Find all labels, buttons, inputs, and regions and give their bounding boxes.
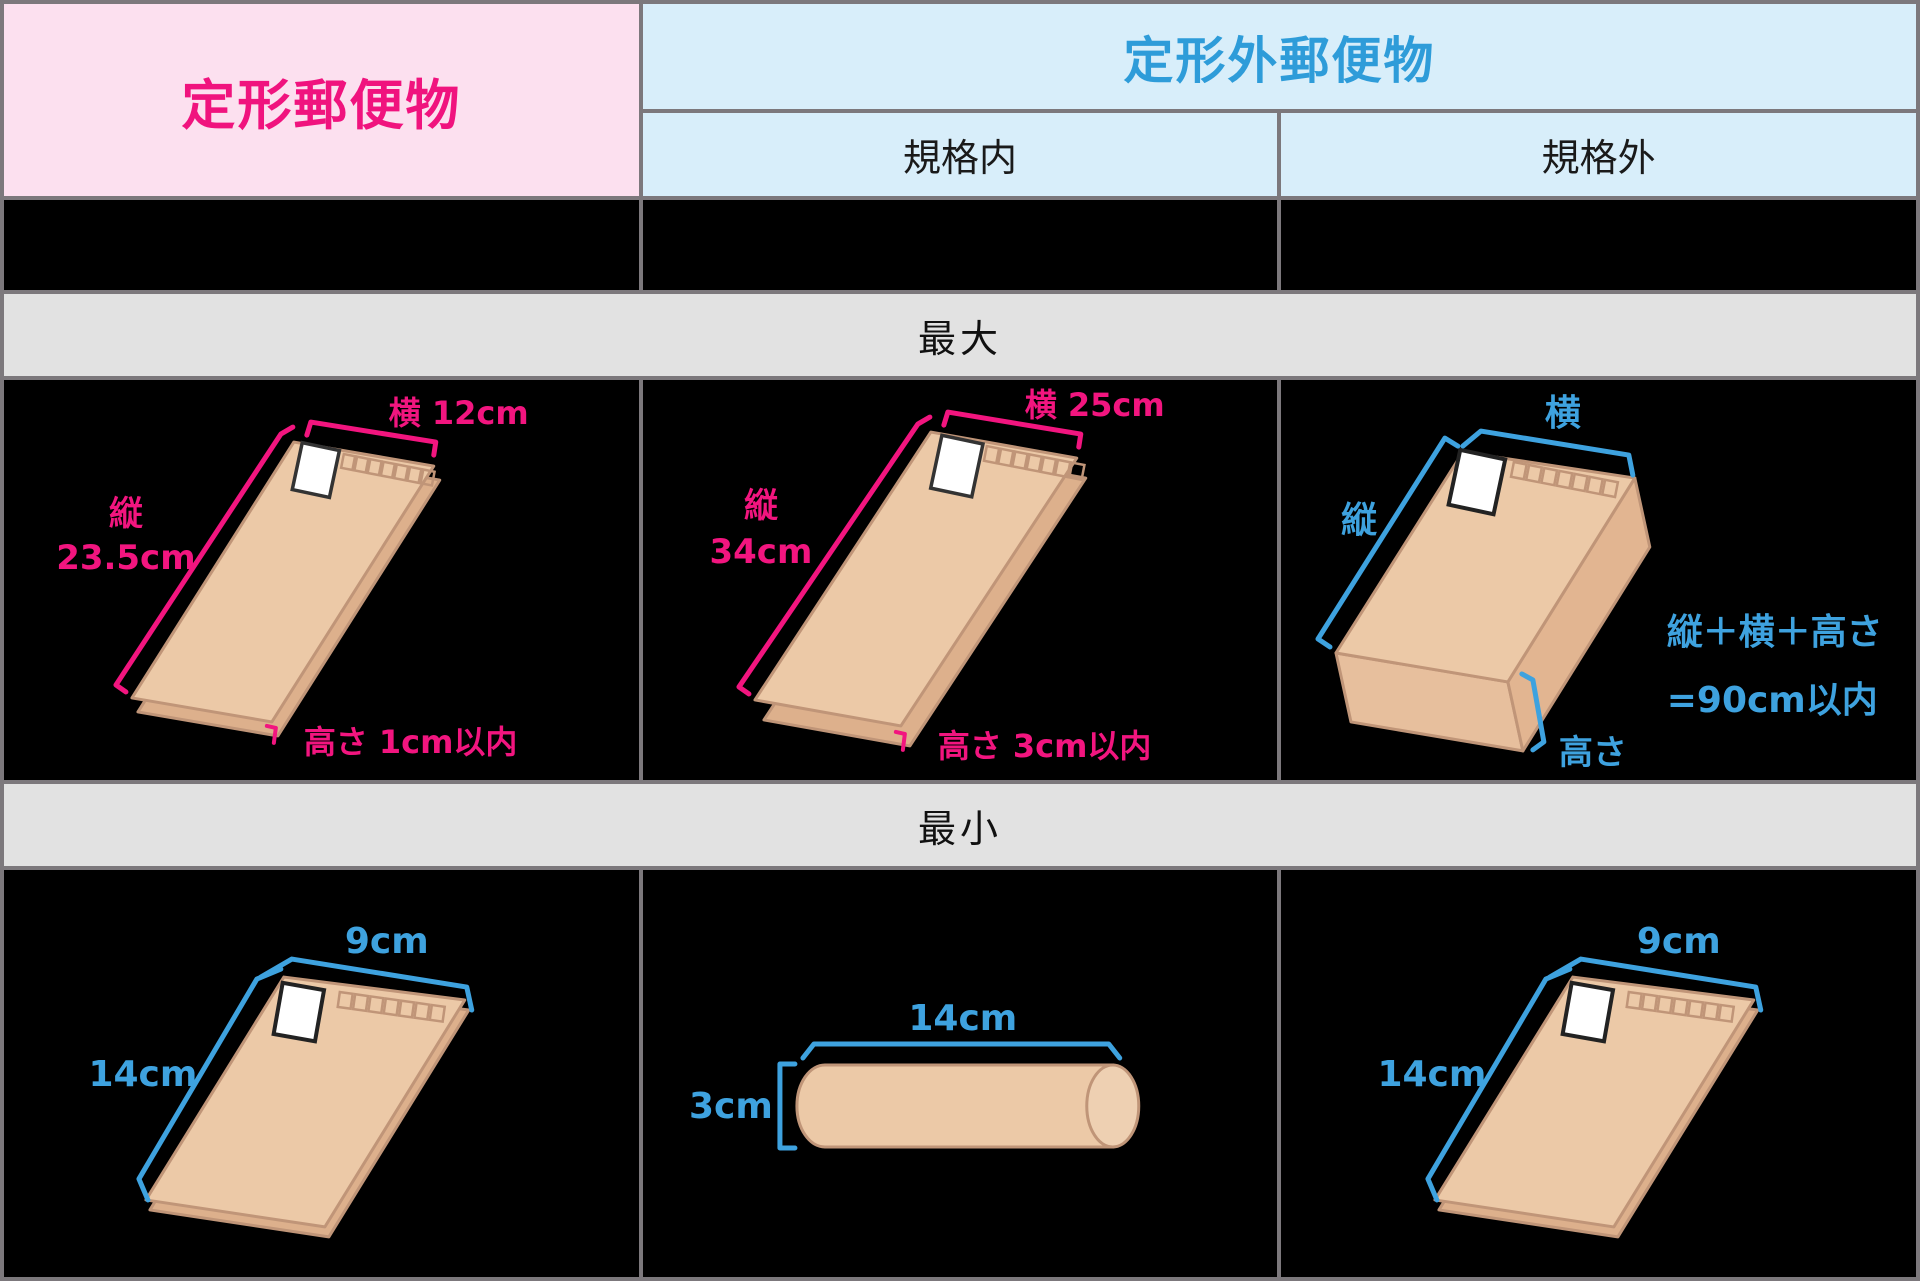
teikei-header-label: 定形郵便物 [181,73,462,137]
postal-code-boxes-icon [1625,990,1736,1024]
teikeigai-header-label: 定形外郵便物 [1123,31,1436,90]
width-label: 9cm [1637,921,1721,962]
width-bracket [1547,956,1764,1013]
stamp-icon [271,980,327,1044]
tate-label: 縦 [1341,500,1377,541]
max-teikei-cell: 横 12cm 縦 23.5cm 高さ 1cm以内 [4,380,639,780]
cylinder-body [795,1063,1114,1149]
envelope-illustration: 横 25cm 縦 34cm 高さ 3cm以内 [709,386,1164,765]
teikei-header-cell: 定形郵便物 [4,4,639,196]
kikakugai-header-cell: 規格外 [1281,113,1916,196]
stamp-icon [928,433,985,499]
teikeigai-header-cell: 定形外郵便物 [642,4,1916,109]
postal-code-boxes-icon [982,444,1086,482]
thickness-bracket [893,729,907,752]
tate-bracket [113,424,296,695]
postal-code-boxes-icon [339,452,437,487]
max-kikakunai-cell: 横 25cm 縦 34cm 高さ 3cm以内 [642,380,1278,780]
thickness-label: 高さ 1cm以内 [304,723,518,761]
size-note-line1: 縦＋横＋高さ [1667,612,1883,653]
max-kikakugai-cell: 横 縦 高さ 縦＋横＋高さ =90cm以内 [1281,380,1916,780]
tate-label: 縦 [109,494,143,534]
envelope-illustration: 横 12cm 縦 23.5cm 高さ 1cm以内 [56,394,529,761]
parcel-box-illustration: 横 縦 高さ 縦＋横＋高さ =90cm以内 [1315,393,1883,773]
diameter-label: 3cm [689,1086,773,1127]
max-band-label: 最大 [917,316,1002,361]
empty-cell-teikei [4,200,639,290]
min-band-label: 最小 [917,806,1002,851]
width-label: 9cm [345,921,429,962]
empty-cell-kikakunai [642,200,1278,290]
min-band: 最小 [4,784,1916,866]
length-label: 14cm [908,998,1017,1039]
envelope-face [130,440,436,724]
height-label: 14cm [1378,1054,1487,1095]
height-label: 14cm [88,1054,197,1095]
envelope-face [144,975,467,1229]
min-teikei-cell: 9cm 14cm [4,870,639,1277]
cylinder-end-cap [1084,1063,1140,1149]
min-kikakugai-cell: 9cm 14cm [1281,870,1916,1277]
min-kikakunai-cell: 14cm 3cm [642,870,1278,1277]
envelope-face [753,430,1078,728]
height-bracket [1425,966,1573,1203]
max-band: 最大 [4,294,1916,376]
stamp-icon [290,440,342,500]
empty-cell-kikakugai [1281,200,1916,290]
thickness-bracket [1519,671,1547,753]
cylinder-illustration: 14cm 3cm [689,998,1140,1151]
kikakunai-header-cell: 規格内 [642,113,1278,196]
width-label: 横 12cm [389,394,529,432]
length-bracket [800,1041,1122,1061]
tate-label: 縦 [744,486,778,526]
envelope-illustration: 9cm 14cm [1378,921,1764,1239]
height-bracket [136,966,284,1203]
width-bracket [304,419,439,458]
envelope-illustration: 9cm 14cm [88,921,475,1239]
width-label: 横 [1545,393,1581,434]
thickness-label: 高さ 3cm以内 [938,727,1152,765]
kikakugai-header-label: 規格外 [1541,136,1656,180]
postal-code-boxes-icon [336,990,447,1024]
width-label: 横 25cm [1024,386,1164,424]
postal-code-boxes-icon [1509,460,1620,499]
width-bracket [1460,428,1636,478]
thickness-label: 高さ [1559,733,1627,773]
box-top-face [1334,450,1637,684]
stamp-icon [1560,980,1616,1044]
tate-bracket [736,414,933,697]
tate-value: 34cm [709,532,812,572]
width-bracket [941,409,1083,450]
diameter-bracket [777,1061,798,1151]
kikakunai-header-label: 規格内 [902,136,1017,180]
thickness-bracket [264,723,278,745]
envelope-face [1433,975,1756,1229]
width-bracket [258,956,475,1013]
stamp-icon [1446,447,1508,517]
size-note-line2: =90cm以内 [1667,680,1878,721]
tate-value: 23.5cm [56,538,195,578]
tate-bracket [1315,435,1461,650]
